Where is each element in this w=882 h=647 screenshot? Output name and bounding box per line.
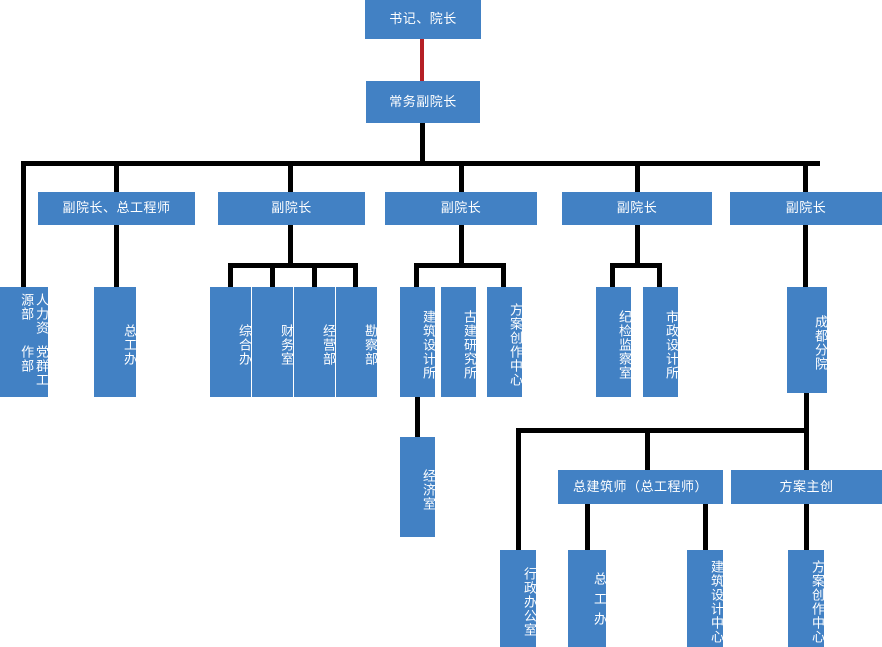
node-scheme-lead[interactable]: 方案主创: [731, 470, 882, 504]
connector-secretary-to-executive: [420, 39, 424, 81]
connector-bus-to-vice-dean-1: [114, 161, 119, 193]
node-label: 市政设计所: [664, 310, 679, 380]
node-discipline-inspection-office[interactable]: 纪检监察室: [596, 287, 632, 397]
node-label: 副院长、总工程师: [62, 200, 171, 216]
node-chief-engineer-office[interactable]: 总工办: [94, 287, 137, 397]
connector-chief-architect-to-arch-design-center: [703, 504, 708, 550]
node-executive-vice-dean[interactable]: 常务副院长: [366, 81, 480, 123]
connector-vice-dean-4-bus: [610, 263, 662, 268]
node-label: 建筑设计中心: [709, 559, 724, 644]
node-label: 经营部: [321, 324, 336, 366]
connector-chengdu-to-admin-office: [516, 428, 521, 550]
connector-bus-to-vice-dean-4: [635, 161, 640, 193]
connector-vice-dean-2-bus: [228, 263, 358, 268]
node-label: 常务副院长: [389, 93, 457, 109]
node-chief-architect[interactable]: 总建筑师（总工程师）: [558, 470, 723, 504]
node-label: 方案创作中心: [810, 559, 825, 644]
node-label: 副院长: [440, 200, 482, 216]
node-ancient-arch-institute[interactable]: 古建研究所: [441, 287, 477, 397]
node-label: 建筑设计所: [421, 310, 436, 380]
connector-to-operations-dept: [312, 263, 317, 287]
connector-vice-dean-3-drop: [459, 225, 464, 267]
node-secretary-dean[interactable]: 书记、院长: [365, 0, 481, 39]
node-operations-dept[interactable]: 经营部: [294, 287, 336, 397]
connector-to-survey-dept: [353, 263, 358, 287]
connector-vice-dean-2-drop: [288, 225, 293, 267]
node-label: 纪检监察室: [617, 310, 632, 380]
node-label: 经济室: [421, 469, 436, 511]
node-party-work-and-hr[interactable]: 人力资源部 党群工作部: [0, 287, 49, 397]
node-label: 方案创作中心: [508, 303, 523, 387]
node-label: 古建研究所: [462, 310, 477, 380]
connector-main-bus: [21, 161, 820, 166]
node-arch-design-institute[interactable]: 建筑设计所: [400, 287, 436, 397]
node-label-party-work: 党群工作部: [19, 345, 49, 387]
connector-chengdu-bus: [516, 428, 809, 433]
node-vice-dean-chief-engineer[interactable]: 副院长、总工程师: [38, 192, 195, 225]
node-admin-office[interactable]: 行政办公室: [500, 550, 537, 647]
node-general-office[interactable]: 综合办: [210, 287, 252, 397]
connector-vice-dean-1-to-chief-eng-office: [114, 225, 119, 287]
connector-bus-to-party-hr: [21, 161, 26, 287]
connector-vice-dean-5-to-chengdu: [803, 225, 808, 287]
node-finance-office[interactable]: 财务室: [252, 287, 294, 397]
node-scheme-creation-center-chengdu[interactable]: 方案创作中心: [788, 550, 825, 647]
node-label: 总工办: [592, 571, 607, 632]
node-label: 书记、院长: [389, 11, 457, 27]
connector-executive-drop: [420, 123, 425, 165]
node-vice-dean-3[interactable]: 副院长: [385, 192, 537, 225]
node-scheme-creation-center[interactable]: 方案创作中心: [487, 287, 523, 397]
node-label: 综合办: [237, 324, 252, 366]
node-municipal-design-institute[interactable]: 市政设计所: [643, 287, 679, 397]
node-vice-dean-5[interactable]: 副院长: [730, 192, 882, 225]
node-label: 副院长: [785, 200, 827, 216]
node-label: 总建筑师（总工程师）: [572, 478, 708, 494]
node-label: 行政办公室: [522, 566, 537, 637]
connector-bus-to-vice-dean-2: [288, 161, 293, 193]
node-survey-dept[interactable]: 勘察部: [336, 287, 378, 397]
node-label: 勘察部: [363, 324, 378, 366]
node-label: 副院长: [271, 200, 312, 216]
node-label: 副院长: [616, 200, 658, 216]
node-label: 总工办: [122, 324, 137, 366]
node-label: 财务室: [279, 324, 294, 366]
connector-vice-dean-4-drop: [635, 225, 640, 267]
connector-chengdu-to-scheme-lead: [804, 428, 809, 473]
connector-to-general-office: [228, 263, 233, 287]
node-vice-dean-2[interactable]: 副院长: [218, 192, 365, 225]
connector-arch-institute-to-economics: [415, 397, 420, 437]
connector-to-scheme-creation-center: [501, 263, 506, 287]
connector-to-municipal-institute: [657, 263, 662, 287]
connector-to-finance-office: [270, 263, 275, 287]
connector-scheme-lead-to-scheme-center: [804, 504, 809, 550]
node-label-hr: 人力资源部: [19, 293, 49, 335]
connector-chengdu-to-chief-architect: [645, 428, 650, 473]
connector-chengdu-drop: [804, 393, 809, 433]
node-economics-office[interactable]: 经济室: [400, 437, 436, 537]
node-chief-engineer-office-chengdu[interactable]: 总工办: [568, 550, 607, 647]
connector-bus-to-vice-dean-5: [803, 161, 808, 193]
connector-chief-architect-to-chief-eng-office: [585, 504, 590, 550]
node-arch-design-center[interactable]: 建筑设计中心: [687, 550, 724, 647]
connector-vice-dean-3-bus: [414, 263, 506, 268]
connector-bus-to-vice-dean-3: [459, 161, 464, 193]
connector-to-arch-design-institute: [414, 263, 419, 287]
connector-to-discipline-office: [610, 263, 615, 287]
node-chengdu-branch[interactable]: 成都分院: [787, 287, 828, 393]
node-vice-dean-4[interactable]: 副院长: [562, 192, 712, 225]
node-label: 方案主创: [779, 478, 834, 494]
node-label: 成都分院: [813, 315, 828, 371]
